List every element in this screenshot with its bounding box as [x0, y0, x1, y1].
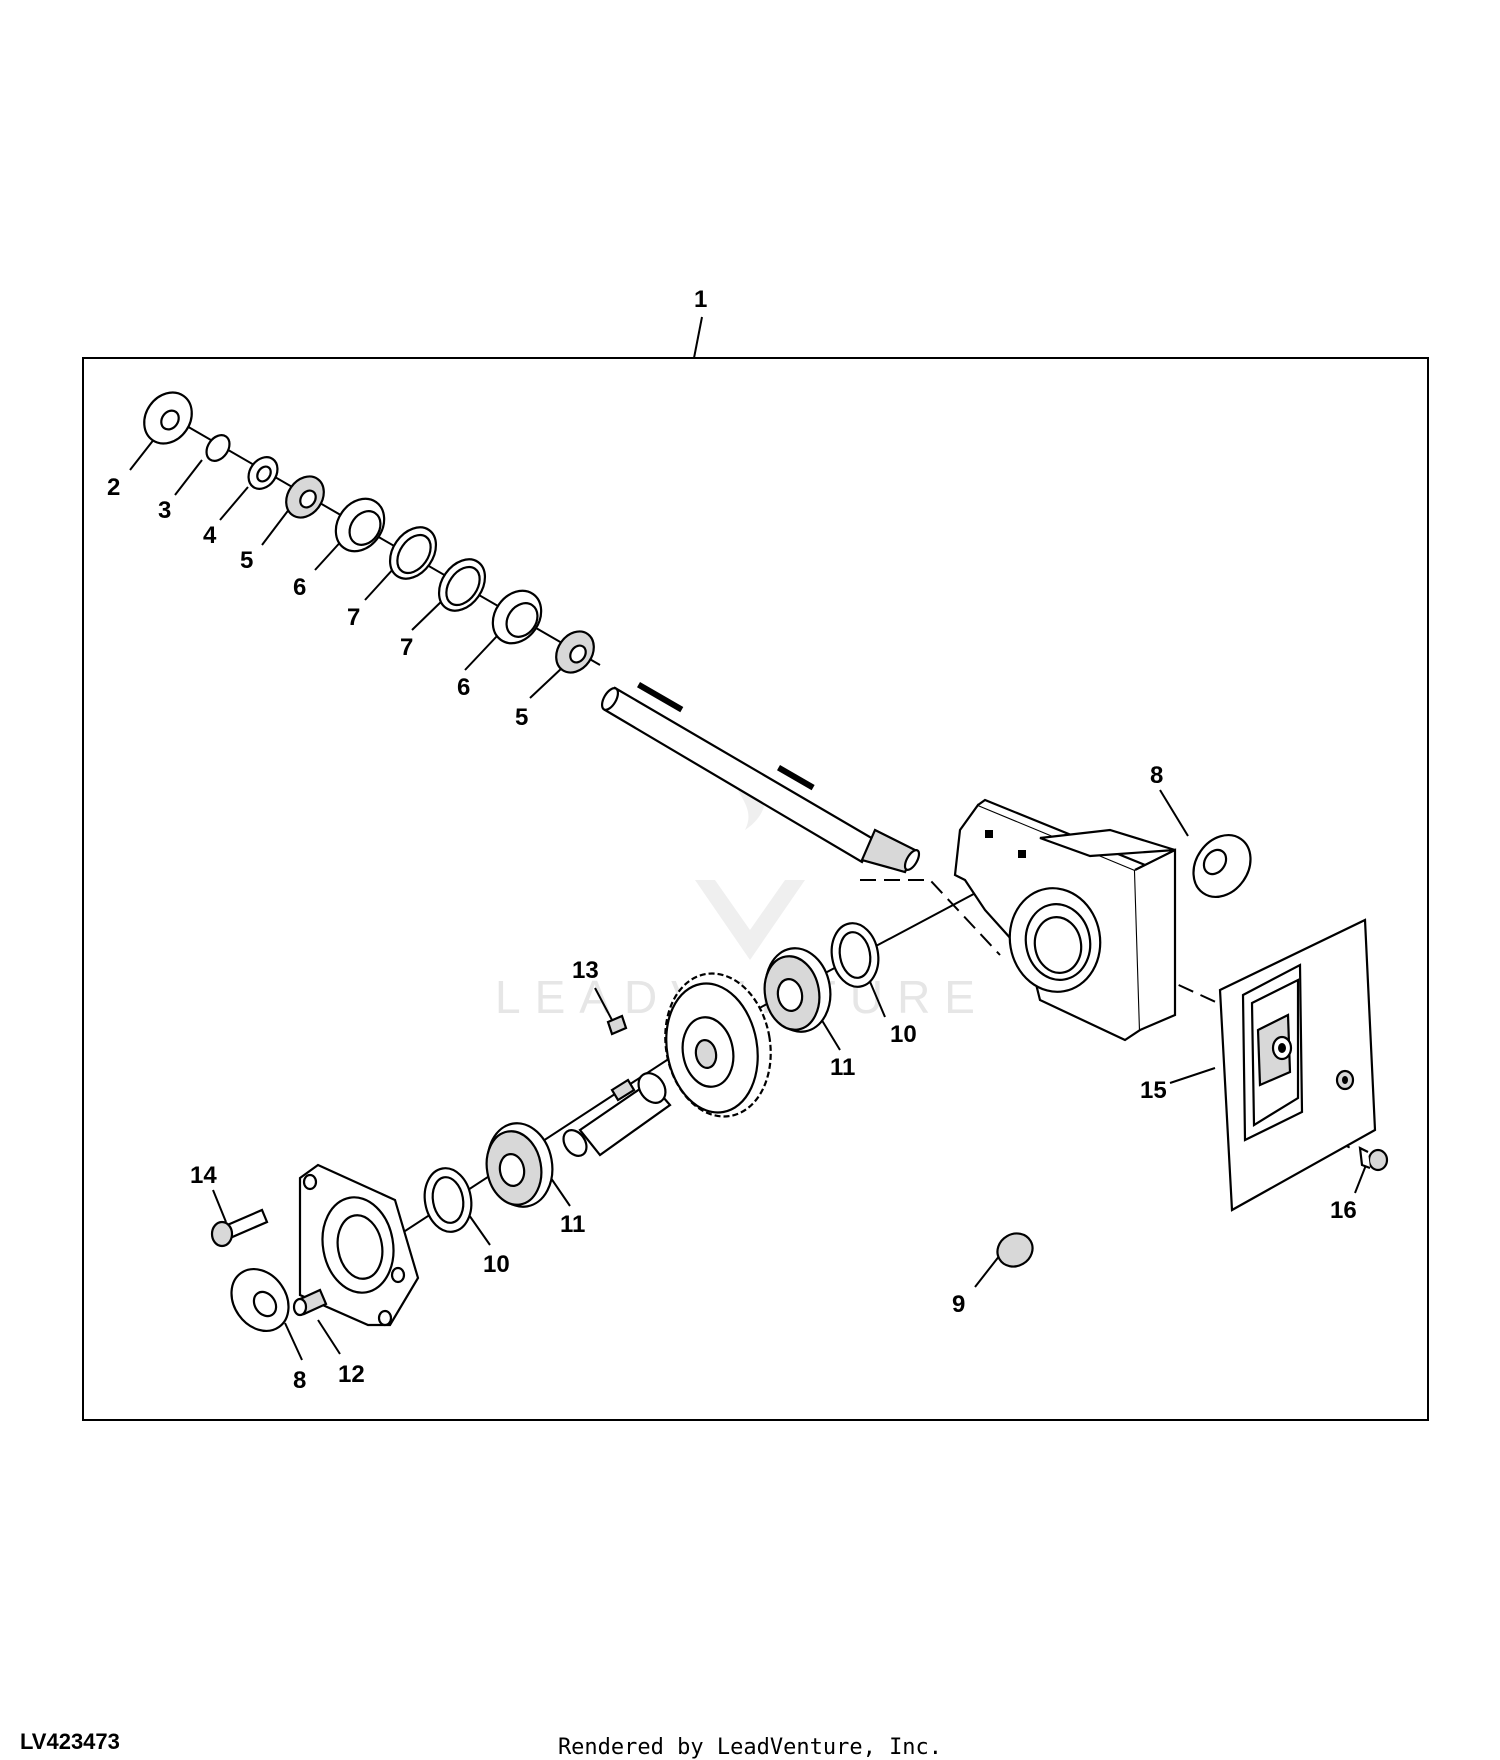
callout-5a: 5	[240, 547, 253, 574]
callout-5b: 5	[515, 704, 528, 731]
part-7-snap-ring-a	[388, 526, 438, 580]
callout-16: 16	[1330, 1197, 1357, 1224]
callout-labels: 1 2 3 4 5 6 7 7 6 5 8 13 10 11 15 14 11 …	[107, 286, 1357, 1394]
callout-10a: 10	[890, 1021, 917, 1048]
callout-6b: 6	[457, 674, 470, 701]
callout-7a: 7	[347, 604, 360, 631]
part-11-ball-bearing-lower	[485, 1122, 554, 1208]
part-13-woodruff-key	[606, 1014, 628, 1036]
cover-nut	[1335, 1069, 1355, 1091]
part-8-oil-seal-lower	[230, 1268, 290, 1332]
part-14-cap-screw	[210, 1208, 269, 1248]
callout-9: 9	[952, 1291, 965, 1318]
callout-8b: 8	[293, 1367, 306, 1394]
callout-7b: 7	[400, 634, 413, 661]
callout-1: 1	[694, 286, 707, 313]
part-3-snap-ring	[205, 434, 231, 462]
part-7-snap-ring-b	[437, 558, 487, 612]
part-8-oil-seal-upper	[1192, 834, 1252, 898]
callout-11b: 11	[560, 1211, 585, 1238]
callout-12: 12	[338, 1361, 365, 1388]
output-shaft	[562, 1072, 672, 1157]
callout-3: 3	[158, 497, 171, 524]
drive-shaft	[600, 681, 921, 874]
part-9-cap	[996, 1232, 1034, 1268]
part-11-ball-bearing-upper	[763, 947, 832, 1033]
part-5-bearing-cone-lower	[555, 630, 595, 674]
callout-13: 13	[572, 957, 599, 984]
callout-15: 15	[1140, 1077, 1167, 1104]
part-6-bearing-cup-upper	[334, 497, 386, 553]
gearbox-housing	[953, 798, 1177, 1042]
part-5-bearing-cone-upper	[285, 475, 325, 519]
callout-8a: 8	[1150, 762, 1163, 789]
render-credit: Rendered by LeadVenture, Inc.	[557, 1735, 943, 1760]
assembly-frame	[82, 357, 1429, 1421]
part-16-cap-screw	[1358, 1146, 1389, 1172]
callout-10b: 10	[483, 1251, 510, 1278]
part-15-cover-plate	[1218, 918, 1377, 1212]
callout-14: 14	[190, 1162, 217, 1189]
part-10-spacer-lower	[423, 1167, 473, 1233]
leader-lines	[129, 316, 1369, 1361]
worm-gear	[664, 972, 772, 1118]
callout-4: 4	[203, 522, 217, 549]
part-4-washer	[247, 456, 279, 490]
part-2-oil-seal	[143, 391, 193, 445]
watermark: LEADVENTURE	[495, 760, 975, 1023]
part-12-plug	[292, 1288, 328, 1317]
callout-2: 2	[107, 474, 120, 501]
callout-6a: 6	[293, 574, 306, 601]
end-cover-plate	[298, 1163, 420, 1327]
part-10-spacer-upper	[830, 922, 880, 988]
callout-11a: 11	[830, 1054, 855, 1081]
part-6-bearing-cup-lower	[491, 589, 543, 645]
